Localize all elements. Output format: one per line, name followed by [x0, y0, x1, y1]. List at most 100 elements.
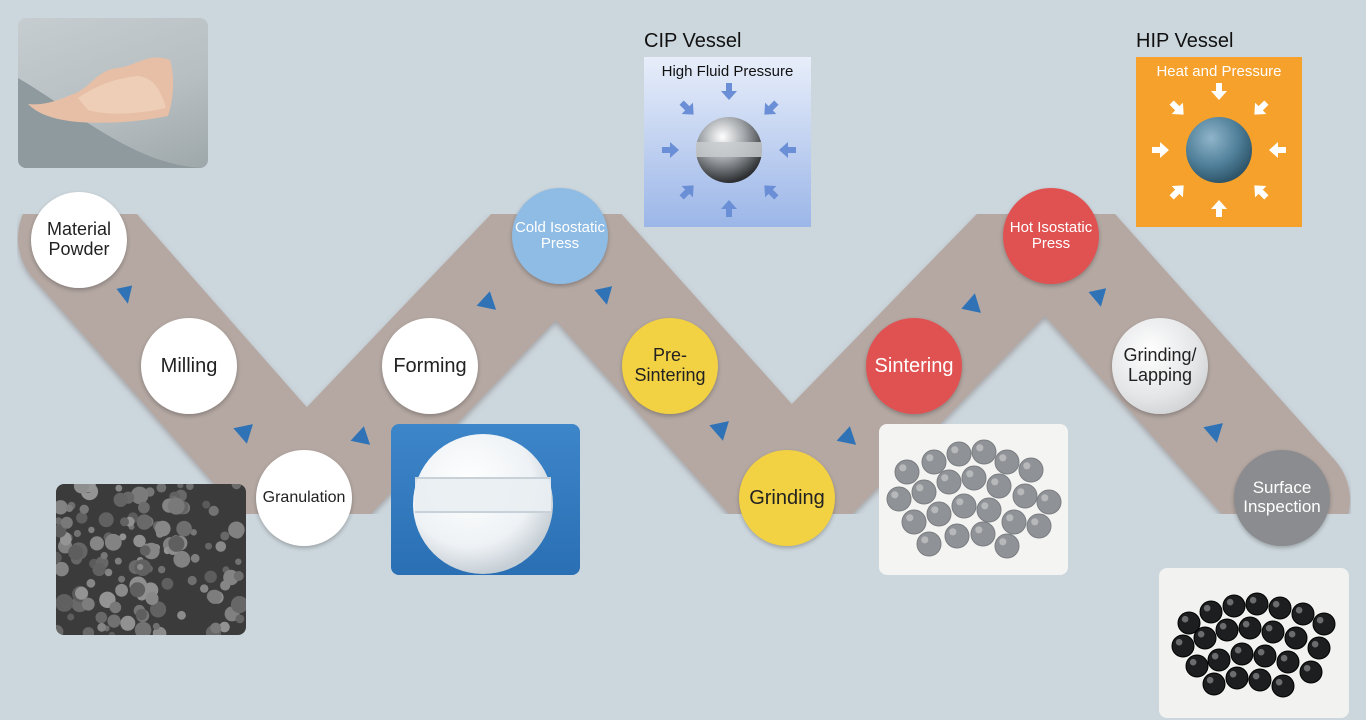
- ball-icon: [1225, 666, 1249, 690]
- granules-photo: [56, 484, 246, 635]
- ball-icon: [1193, 626, 1217, 650]
- granule-dot: [67, 613, 75, 621]
- ball-highlight: [1316, 616, 1324, 624]
- step-cold-isostatic-press: Cold Isostatic Press: [512, 188, 608, 284]
- ball-icon: [1268, 596, 1292, 620]
- granule-dot: [220, 531, 230, 541]
- ball-highlight: [1181, 615, 1189, 623]
- pressure-arrow-icon: [721, 83, 737, 100]
- granule-dot: [97, 622, 107, 632]
- ball-icon: [1215, 618, 1239, 642]
- ball-icon: [1171, 634, 1195, 658]
- granule-dot: [113, 492, 128, 507]
- ball-highlight: [1280, 654, 1288, 662]
- ball-icon: [994, 449, 1020, 475]
- ball-highlight: [1303, 664, 1311, 672]
- step-forming: Forming: [382, 318, 478, 414]
- ball-icon: [1299, 660, 1323, 684]
- granule-dot: [60, 516, 73, 529]
- granule-dot: [207, 589, 222, 604]
- ball-icon: [936, 469, 962, 495]
- ball-highlight: [976, 444, 984, 452]
- ball-icon: [1261, 620, 1285, 644]
- ball-icon: [1026, 513, 1052, 539]
- flow-arrow-icon: [1203, 423, 1223, 443]
- ball-icon: [971, 439, 997, 465]
- granule-dot: [68, 545, 84, 560]
- ball-highlight: [1006, 514, 1014, 522]
- ball-icon: [901, 509, 927, 535]
- granule-dot: [167, 497, 185, 515]
- granule-dot: [219, 621, 230, 633]
- granule-dot: [177, 610, 186, 620]
- granule-dot: [56, 625, 64, 635]
- ball-icon: [1238, 616, 1262, 640]
- step-label: Surface Inspection: [1243, 478, 1321, 516]
- granule-dot: [109, 601, 122, 614]
- granule-dot: [215, 541, 227, 552]
- granule-dot: [75, 586, 88, 600]
- granule-dot: [173, 550, 191, 568]
- pressure-arrow-icon: [1169, 100, 1184, 115]
- step-label: Granulation: [262, 489, 346, 507]
- pressure-arrow-icon: [779, 142, 796, 158]
- ball-icon: [1018, 457, 1044, 483]
- cip-vessel-subtitle: High Fluid Pressure: [661, 63, 794, 80]
- step-material-powder: Material Powder: [31, 192, 127, 288]
- step-label: Forming: [393, 355, 467, 377]
- ball-icon: [916, 531, 942, 557]
- ball-icon: [1222, 594, 1246, 618]
- ball-icon: [1036, 489, 1062, 515]
- step-pre-sintering: Pre- Sintering: [622, 318, 718, 414]
- granule-dot: [115, 583, 128, 597]
- pressure-arrow-icon: [662, 142, 679, 158]
- flow-arrow-icon: [1088, 288, 1107, 307]
- ball-icon: [976, 497, 1002, 523]
- granule-dot: [210, 622, 222, 634]
- ball-highlight: [916, 484, 924, 492]
- ball-icon: [1307, 636, 1331, 660]
- cip-vessel-title: CIP Vessel: [644, 30, 742, 52]
- granule-dot: [158, 565, 166, 574]
- granule-dot: [89, 536, 104, 551]
- step-label: Milling: [160, 355, 218, 377]
- ball-highlight: [1206, 676, 1214, 684]
- ball-icon: [1230, 642, 1254, 666]
- flow-arrow-icon: [350, 426, 371, 445]
- ball-highlight: [1234, 646, 1242, 654]
- granule-dot: [230, 596, 246, 614]
- step-milling: Milling: [141, 318, 237, 414]
- ball-icon: [961, 465, 987, 491]
- granule-dot: [88, 526, 95, 534]
- granule-dot: [208, 505, 219, 516]
- granule-dot: [177, 484, 184, 489]
- granule-dot: [104, 533, 122, 551]
- step-sintering: Sintering: [866, 318, 962, 414]
- ball-icon: [921, 449, 947, 475]
- ball-icon: [1185, 654, 1209, 678]
- ball-icon: [1312, 612, 1336, 636]
- granule-dot: [104, 568, 113, 577]
- ball-highlight: [1189, 658, 1197, 666]
- granule-dot: [56, 561, 69, 577]
- pressure-arrow-icon: [1169, 185, 1184, 200]
- ball-highlight: [1175, 638, 1183, 646]
- granule-dot: [152, 622, 160, 630]
- ball-highlight: [941, 474, 949, 482]
- ball-icon: [1199, 600, 1223, 624]
- granule-dot: [56, 500, 68, 515]
- step-surface-inspection: Surface Inspection: [1234, 450, 1330, 546]
- ball-highlight: [1203, 604, 1211, 612]
- flow-arrow-icon: [961, 293, 981, 313]
- step-label: Pre- Sintering: [634, 345, 706, 385]
- granule-dot: [205, 542, 212, 550]
- cip-vessel-box: High Fluid Pressure: [644, 57, 811, 227]
- granule-dot: [231, 484, 242, 490]
- pressure-arrow-icon: [679, 185, 694, 200]
- granule-dot: [187, 575, 197, 586]
- ball-highlight: [1257, 648, 1265, 656]
- step-label: Hot Isostatic Press: [1009, 218, 1093, 252]
- ball-highlight: [956, 498, 964, 506]
- flow-arrow-icon: [116, 285, 133, 304]
- pressure-diagram: [662, 83, 796, 217]
